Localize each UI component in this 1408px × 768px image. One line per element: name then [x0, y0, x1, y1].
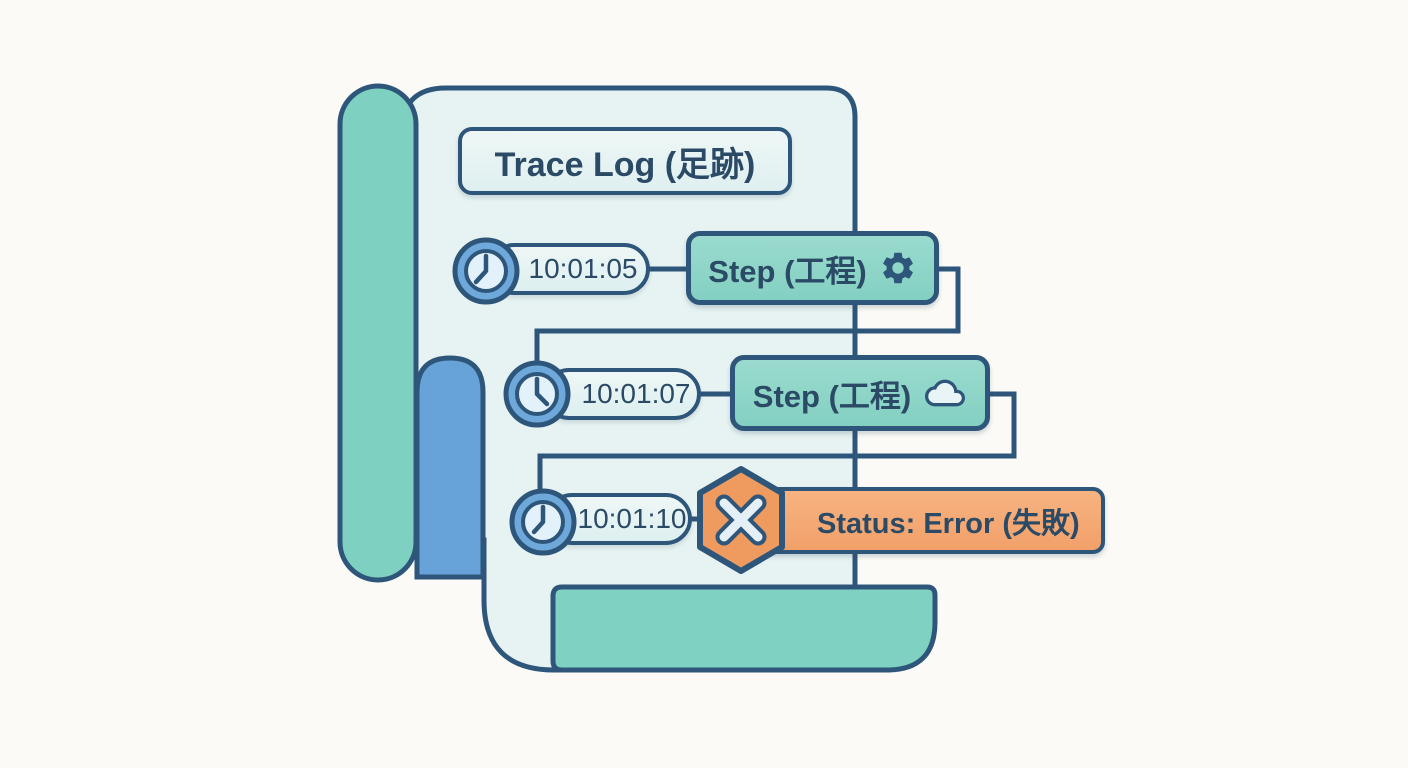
scroll-curl-left	[337, 83, 419, 583]
step-box-2: Step (工程)	[730, 355, 990, 431]
cloud-icon	[923, 373, 967, 413]
trace-log-title-box: Trace Log (足跡)	[458, 127, 792, 195]
step-2-label: Step (工程)	[752, 378, 912, 414]
error-x-icon	[697, 466, 785, 574]
connector-lines	[534, 266, 1017, 522]
timestamp-3: 10:01:10	[577, 503, 687, 534]
trace-log-title: Trace Log (足跡)	[494, 145, 756, 184]
step-box-1: Step (工程)	[686, 231, 939, 305]
timestamp-1: 10:01:05	[528, 253, 638, 284]
scroll-roll-blue	[414, 355, 486, 580]
timestamp-2: 10:01:07	[581, 378, 691, 409]
step-1-label: Step (工程)	[708, 253, 867, 289]
clock-icon	[452, 237, 520, 305]
status-error-box: Status: Error (失敗)	[755, 487, 1105, 554]
scroll-curl-bottom	[550, 584, 938, 673]
clock-icon	[503, 360, 571, 428]
connector-step2-row3	[537, 391, 1017, 490]
gear-icon	[879, 249, 917, 287]
connector-step1-row2	[534, 266, 961, 362]
status-error-label: Status: Error (失敗)	[817, 507, 1080, 540]
clock-icon	[509, 488, 577, 556]
